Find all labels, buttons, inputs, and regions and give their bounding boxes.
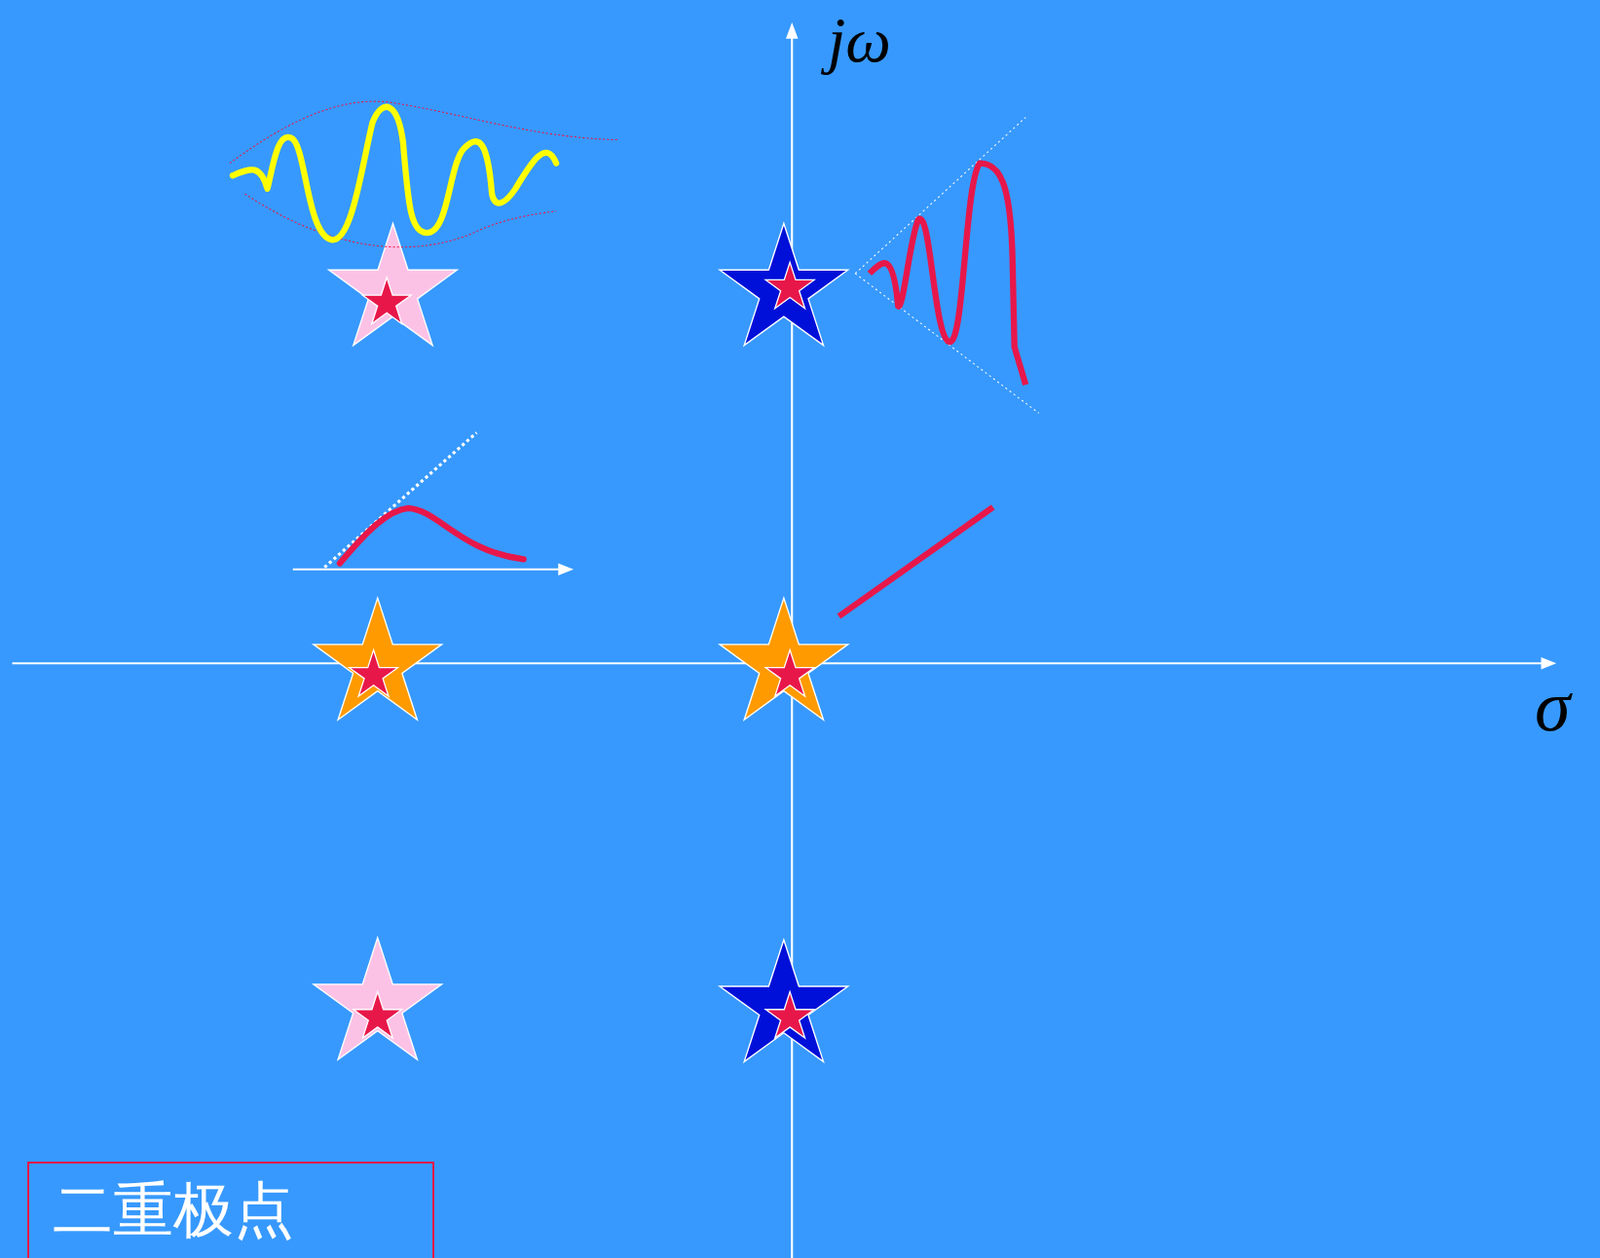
double-pole-stars [313,223,849,1063]
growing-oscillation [855,117,1040,414]
axes [12,22,1558,1258]
real-axis-label: σ [1534,669,1571,743]
decaying-ramp [293,432,574,576]
caption-text: 二重极点 [52,1177,410,1244]
imaginary-axis-label: jω [827,7,892,73]
ramp-line [838,507,993,617]
caption-box: 二重极点 [27,1161,435,1258]
yellow-oscillation [229,101,618,248]
